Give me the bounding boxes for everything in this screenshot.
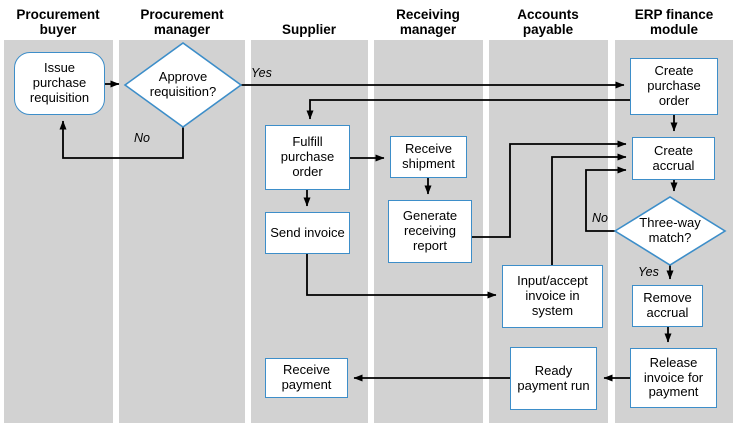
node-create-purchase-order: Create purchase order — [630, 58, 718, 115]
lane-header-accounts-payable: Accounts payable — [517, 6, 579, 37]
edge-approve-no-to-issue — [59, 120, 184, 159]
edge-label-match-yes: Yes — [638, 265, 659, 279]
edge-label-match-no: No — [592, 211, 608, 225]
node-generate-receiving-report: Generate receiving report — [388, 200, 472, 263]
edge-label-approve-yes: Yes — [251, 66, 272, 80]
node-three-way-match-label: Three-way match? — [639, 215, 701, 245]
decision-approve-requisition-shape — [123, 42, 243, 128]
edge-label-approve-no: No — [134, 131, 150, 145]
node-create-accrual: Create accrual — [632, 137, 715, 180]
node-issue-purchase-requisition: Issue purchase requisition — [14, 52, 105, 115]
node-receive-shipment: Receive shipment — [390, 136, 467, 178]
lane-header-procurement-manager: Procurement manager — [140, 6, 224, 37]
lane-header-erp-finance-module: ERP finance module — [634, 6, 714, 37]
node-approve-requisition-label: Approve requisition? — [149, 69, 217, 99]
edge-send-invoice-to-input — [306, 252, 497, 299]
node-input-accept-invoice: Input/accept invoice in system — [502, 265, 603, 328]
node-ready-payment-run: Ready payment run — [510, 347, 597, 410]
edge-create-po-to-fulfill — [306, 99, 630, 120]
lane-header-supplier: Supplier — [281, 21, 336, 37]
lane-header-receiving-manager: Receiving manager — [396, 6, 460, 37]
decision-three-way-match-shape — [613, 196, 727, 266]
edge-input-to-accrual — [551, 153, 627, 265]
edge-match-no-to-accrual — [585, 166, 627, 232]
edge-report-to-accrual — [472, 140, 627, 238]
node-receive-payment: Receive payment — [265, 358, 348, 398]
node-send-invoice: Send invoice — [265, 212, 350, 254]
node-release-invoice-for-payment: Release invoice for payment — [630, 348, 717, 408]
node-remove-accrual: Remove accrual — [632, 285, 703, 327]
node-fulfill-purchase-order: Fulfill purchase order — [265, 125, 350, 190]
lane-header-procurement-buyer: Procurement buyer — [16, 6, 100, 37]
